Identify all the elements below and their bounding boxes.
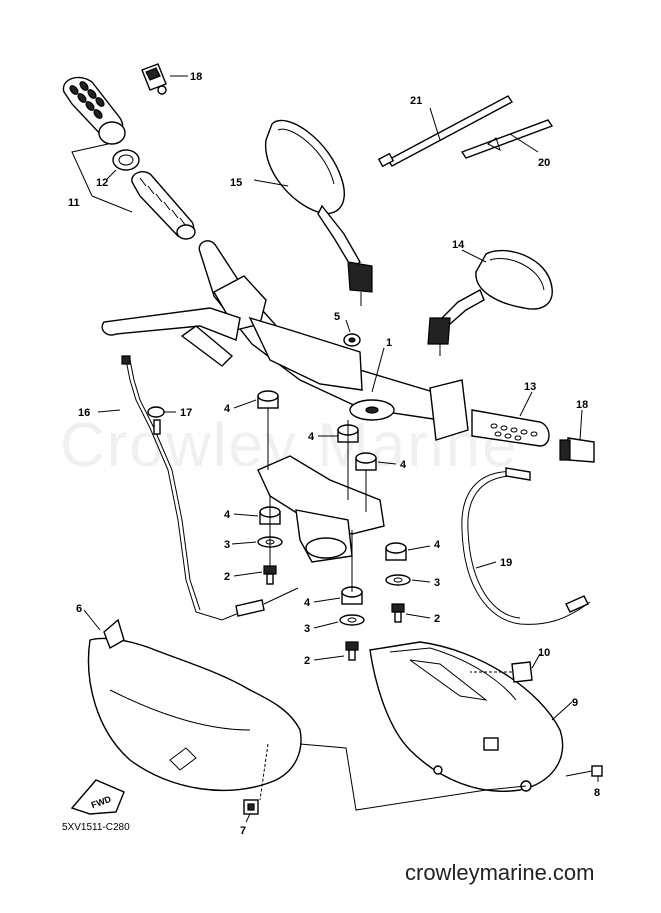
- fwd-arrow: FWD: [70, 779, 125, 815]
- brake-cable[interactable]: [121, 355, 299, 621]
- grip-washer[interactable]: [112, 149, 140, 171]
- callout-6: 6: [76, 603, 82, 615]
- damper-left-upper[interactable]: [257, 390, 279, 409]
- right-mirror[interactable]: [427, 249, 553, 356]
- callout-3-a: 3: [224, 539, 230, 551]
- callout-12: 12: [96, 177, 108, 189]
- callout-5: 5: [334, 311, 340, 323]
- callout-13: 13: [524, 381, 536, 393]
- callout-21: 21: [410, 95, 422, 107]
- handlebar[interactable]: [198, 240, 469, 441]
- rear-cover[interactable]: [369, 641, 564, 792]
- bolt-center[interactable]: [345, 641, 359, 661]
- rear-grommet[interactable]: [470, 661, 533, 683]
- screw[interactable]: [565, 765, 603, 777]
- lower-bracket[interactable]: [257, 455, 385, 563]
- callout-2-a: 2: [224, 571, 230, 583]
- damper-right[interactable]: [385, 542, 407, 561]
- callout-3-c: 3: [304, 623, 310, 635]
- website-link[interactable]: crowleymarine.com: [405, 860, 595, 885]
- grip-end-right[interactable]: [559, 437, 595, 463]
- damper-center-mid[interactable]: [355, 452, 377, 471]
- drawing-code: 5XV1511-C280: [62, 822, 130, 833]
- callout-8: 8: [594, 787, 600, 799]
- callout-14: 14: [452, 239, 465, 251]
- assembly-lines: [267, 408, 367, 592]
- callout-18-right: 18: [576, 399, 588, 411]
- callout-2-c: 2: [304, 655, 310, 667]
- callout-15: 15: [230, 177, 242, 189]
- washer-right[interactable]: [385, 574, 411, 586]
- right-grip[interactable]: [471, 409, 550, 447]
- brake-lever[interactable]: [101, 307, 241, 367]
- callout-4-c: 4: [400, 459, 407, 471]
- callout-4-b: 4: [308, 431, 315, 443]
- callout-7: 7: [240, 825, 246, 837]
- washer-center[interactable]: [339, 614, 365, 626]
- callout-2-b: 2: [434, 613, 440, 625]
- callout-18-top: 18: [190, 71, 202, 83]
- cable-tie[interactable]: [377, 95, 514, 168]
- callout-4-f: 4: [304, 597, 311, 609]
- callout-4-e: 4: [434, 539, 441, 551]
- bolt-left[interactable]: [263, 565, 277, 585]
- callout-11: 11: [68, 197, 80, 209]
- inner-grip[interactable]: [131, 171, 196, 240]
- callout-labels: 18 21 15 20 12 11 14 5 1 13 18 16 17 4 4…: [68, 71, 600, 837]
- callout-4-a: 4: [224, 403, 231, 415]
- left-mirror[interactable]: [265, 119, 373, 306]
- callout-4-d: 4: [224, 509, 231, 521]
- bolt-right[interactable]: [391, 603, 405, 623]
- callout-16: 16: [78, 407, 90, 419]
- grommet[interactable]: [343, 333, 361, 347]
- callout-17: 17: [180, 407, 192, 419]
- callout-19: 19: [500, 557, 512, 569]
- connection-lines: [259, 743, 527, 811]
- callout-9: 9: [572, 697, 578, 709]
- callout-1: 1: [386, 337, 392, 349]
- cable-band[interactable]: [460, 119, 554, 159]
- callout-20: 20: [538, 157, 550, 169]
- nut[interactable]: [243, 799, 259, 815]
- front-cover[interactable]: [87, 618, 302, 792]
- grip-end-top[interactable]: [141, 63, 167, 95]
- throttle-cable[interactable]: [461, 467, 591, 625]
- callout-leaders: [71, 75, 599, 823]
- callout-10: 10: [538, 647, 550, 659]
- left-grip[interactable]: [62, 76, 126, 145]
- callout-3-b: 3: [434, 577, 440, 589]
